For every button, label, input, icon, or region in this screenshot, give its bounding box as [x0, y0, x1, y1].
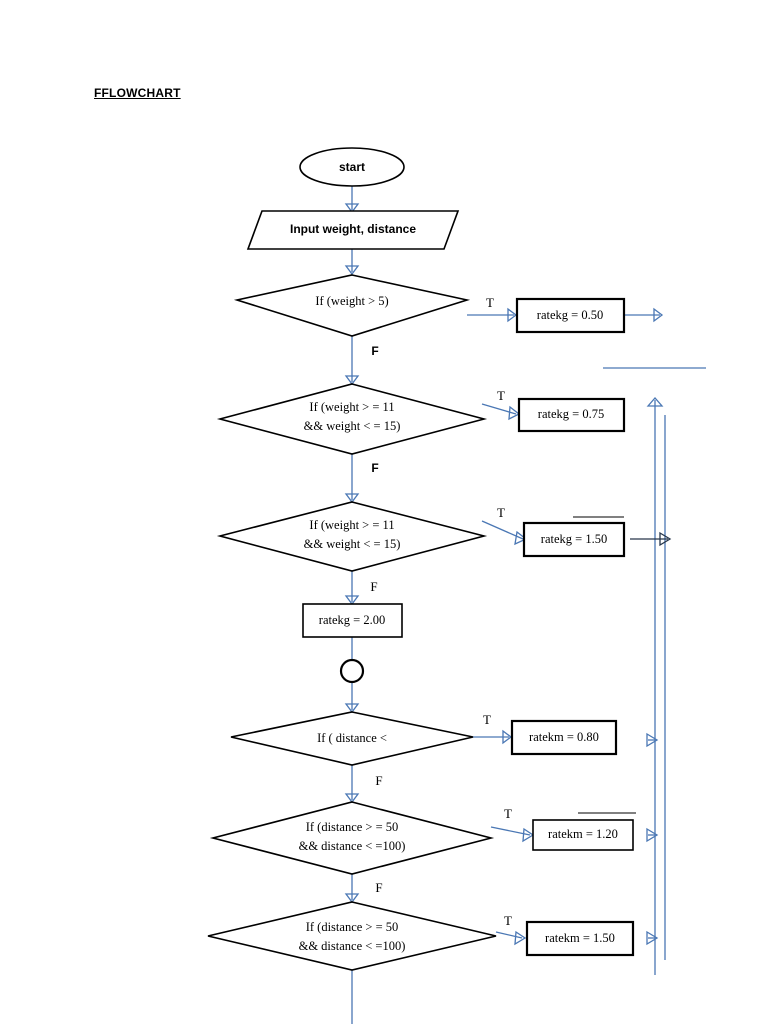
node-process-6-label: ratekm = 1.20	[548, 827, 618, 841]
node-onpage-connector[interactable]	[339, 658, 365, 684]
node-process-3-label: ratekg = 1.50	[541, 532, 607, 546]
branch-label-true-5: T	[504, 806, 512, 821]
branch-label-true-2: T	[497, 388, 505, 403]
node-decision-1-label: If (weight > 5)	[315, 294, 388, 308]
node-start[interactable]: start	[299, 147, 405, 187]
node-process-1-label: ratekg = 0.50	[537, 308, 603, 322]
node-decision-distance-50-100-a[interactable]: If (distance > = 50 && distance < =100)	[209, 801, 495, 875]
branch-label-true-4: T	[483, 712, 491, 727]
stray-marks	[573, 367, 706, 814]
node-decision-weight-11-15-a[interactable]: If (weight > = 11 && weight < = 15)	[216, 383, 488, 455]
node-process-ratekg-200[interactable]: ratekg = 2.00	[302, 603, 403, 638]
branch-label-false-4: F	[375, 773, 382, 788]
node-decision-6-line1: If (distance > = 50	[306, 920, 399, 934]
node-decision-5-line2: && distance < =100)	[299, 839, 406, 853]
node-start-label: start	[339, 160, 365, 174]
node-decision-5-line1: If (distance > = 50	[306, 820, 399, 834]
node-process-ratekm-150[interactable]: ratekm = 1.50	[525, 920, 635, 957]
branch-label-false-5: F	[375, 880, 382, 895]
node-process-ratekm-120[interactable]: ratekm = 1.20	[532, 819, 634, 851]
node-process-7-label: ratekm = 1.50	[545, 931, 615, 945]
node-process-ratekg-150[interactable]: ratekg = 1.50	[522, 521, 626, 558]
node-process-2-label: ratekg = 0.75	[538, 407, 604, 421]
node-decision-3-line2: && weight < = 15)	[304, 537, 401, 551]
node-process-ratekg-050[interactable]: ratekg = 0.50	[515, 297, 626, 334]
node-decision-weight-11-15-b[interactable]: If (weight > = 11 && weight < = 15)	[216, 501, 488, 572]
branch-label-true-1: T	[486, 295, 494, 310]
node-process-ratekm-080[interactable]: ratekm = 0.80	[510, 719, 618, 756]
node-input-label: Input weight, distance	[290, 222, 416, 236]
connector-lines	[344, 186, 672, 1024]
branch-label-true-6: T	[504, 913, 512, 928]
branch-label-false-3: F	[370, 579, 377, 594]
node-decision-4-label: If ( distance <	[317, 731, 387, 745]
page-title: FFLOWCHART	[94, 86, 181, 100]
node-decision-weight-gt-5[interactable]: If (weight > 5)	[233, 274, 471, 337]
branch-label-false-2: F	[371, 461, 378, 475]
node-decision-2-line1: If (weight > = 11	[309, 400, 394, 414]
node-process-ratekg-075[interactable]: ratekg = 0.75	[517, 397, 626, 433]
node-decision-distance-lt[interactable]: If ( distance <	[230, 711, 474, 766]
branch-label-true-3: T	[497, 505, 505, 520]
node-input[interactable]: Input weight, distance	[246, 210, 460, 250]
node-decision-2-line2: && weight < = 15)	[304, 419, 401, 433]
node-process-5-label: ratekm = 0.80	[529, 730, 599, 744]
node-process-4-label: ratekg = 2.00	[319, 613, 385, 627]
node-decision-distance-50-100-b[interactable]: If (distance > = 50 && distance < =100)	[207, 901, 497, 971]
node-decision-3-line1: If (weight > = 11	[309, 518, 394, 532]
node-decision-6-line2: && distance < =100)	[299, 939, 406, 953]
branch-label-false-1: F	[371, 344, 378, 358]
